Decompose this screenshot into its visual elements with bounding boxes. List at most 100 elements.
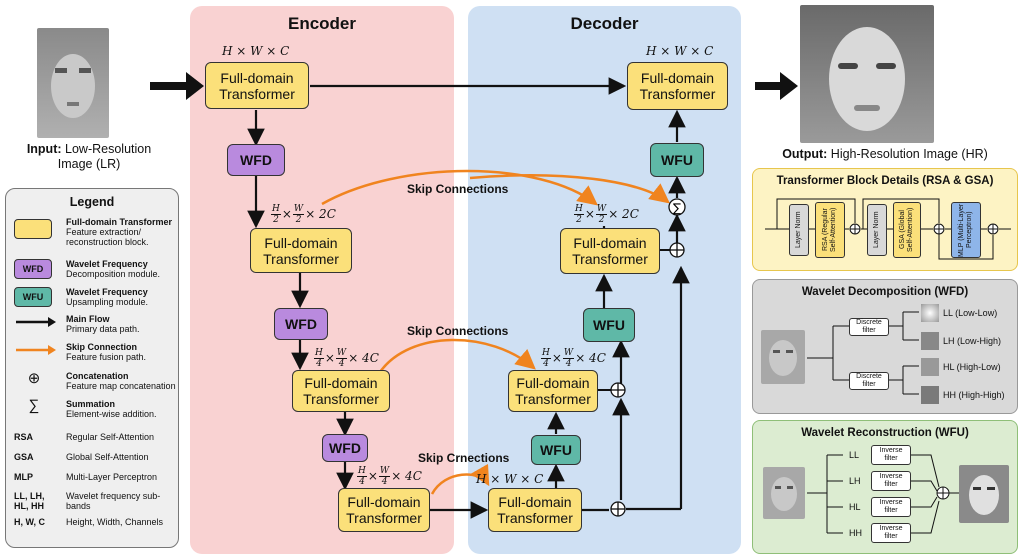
dec-transformer-1[interactable]: Full-domain Transformer: [627, 62, 728, 110]
dec-transformer-4[interactable]: Full-domain Transformer: [488, 488, 582, 532]
tb-rsa: RSA (Regular Self-Attention): [815, 202, 845, 258]
wd-lh-label: LH (Low-High): [943, 336, 1002, 346]
wr-filter-1: Inverse filter: [871, 445, 911, 465]
dim-dec-4: H × W × C: [476, 472, 544, 486]
dec-wfu-1[interactable]: WFU: [650, 143, 704, 177]
output-arrow: [755, 72, 798, 100]
legend-abbr-rsa: Regular Self-Attention: [66, 432, 155, 442]
skip-label-2: Skip Connections: [407, 324, 509, 338]
enc-transformer-3[interactable]: Full-domain Transformer: [292, 370, 390, 412]
output-image: [800, 5, 934, 143]
wd-hh-label: HH (High-High): [943, 390, 1005, 400]
skip-label-3: Skip Crnections: [418, 451, 510, 465]
legend-abbr-gsa-key: GSA: [14, 452, 34, 462]
wd-hl-label: HL (High-Low): [943, 362, 1001, 372]
wr-lh-label: LH: [849, 476, 861, 486]
summation-icon: ∑: [28, 397, 40, 414]
input-image: [37, 28, 109, 138]
wd-hl-thumb: [921, 358, 939, 376]
wr-filter-4: Inverse filter: [871, 523, 911, 543]
wd-connectors: [807, 311, 919, 395]
legend-main-flow-arrow: [16, 317, 56, 327]
transformer-block-connectors: [765, 198, 1011, 260]
tb-layer-norm-2: Layer Norm: [867, 204, 887, 256]
output-label: Output: High-Resolution Image (HR): [782, 147, 988, 161]
legend-abbr-bands-key: LL, LH, HL, HH: [14, 491, 45, 511]
wr-connectors: [807, 454, 959, 534]
decoder-title: Decoder: [570, 14, 639, 33]
legend-abbr-gsa: Global Self-Attention: [66, 452, 149, 462]
sum-symbol: [668, 198, 686, 216]
wr-hh-label: HH: [849, 528, 862, 538]
wavelet-reconstruction-panel: Wavelet Reconstruction (WFU) LL LH HL HH…: [752, 420, 1018, 554]
legend-abbr-hwc: Height, Width, Channels: [66, 517, 164, 527]
skip-3: [430, 463, 490, 495]
legend-abbr-rsa-key: RSA: [14, 432, 34, 442]
enc-transformer-1[interactable]: Full-domain Transformer: [205, 62, 309, 109]
legend-swatch-wfu: WFU: [14, 287, 52, 307]
wavelet-decomposition-title: Wavelet Decomposition (WFD): [801, 286, 969, 298]
transformer-block-title: Transformer Block Details (RSA & GSA): [776, 175, 994, 187]
dim-dec-1: H × W × C: [646, 44, 714, 58]
dec-transformer-3[interactable]: Full-domain Transformer: [508, 370, 598, 412]
input-arrow: [150, 72, 204, 100]
legend-abbr-mlp-key: MLP: [14, 472, 33, 482]
tb-gsa: GSA (Global Self-Attention): [893, 202, 921, 258]
concat-symbols: [610, 242, 685, 517]
legend-title: Legend: [69, 195, 115, 209]
enc-wfd-3[interactable]: WFD: [322, 434, 368, 462]
legend-abbr-bands: Wavelet frequency sub-bands: [66, 491, 161, 511]
skip-1b: [469, 174, 670, 204]
enc-transformer-4[interactable]: Full-domain Transformer: [338, 488, 430, 532]
dec-wfu-2[interactable]: WFU: [583, 308, 635, 342]
wr-input-face: [763, 467, 805, 519]
legend-skip-arrow: [16, 345, 56, 355]
enc-wfd-1[interactable]: WFD: [227, 144, 285, 176]
enc-wfd-2[interactable]: WFD: [274, 308, 328, 340]
wd-ll-thumb: [921, 304, 939, 322]
skip-label-1: Skip Connections: [407, 182, 509, 196]
wd-filter-1: Discrete filter: [849, 318, 889, 336]
legend-swatch-wfd: WFD: [14, 259, 52, 279]
dec-transformer-2[interactable]: Full-domain Transformer: [560, 228, 660, 274]
skip-1: [321, 169, 598, 206]
wd-ll-label: LL (Low-Low): [943, 308, 998, 318]
wr-filter-3: Inverse filter: [871, 497, 911, 517]
wr-output-face: [959, 465, 1009, 523]
legend-abbr-hwc-key: H, W, C: [14, 517, 45, 527]
wd-lh-thumb: [921, 332, 939, 350]
input-label: Input: Low-Resolution Image (LR): [26, 142, 152, 171]
encoder-title: Encoder: [287, 14, 357, 33]
concat-icon: ⊕: [27, 370, 41, 387]
dec-wfu-3[interactable]: WFU: [531, 435, 581, 465]
tb-mlp: MLP (Multi-Layer Perceptron): [951, 202, 981, 258]
wr-ll-label: LL: [849, 450, 860, 460]
transformer-block-panel: Transformer Block Details (RSA & GSA) La…: [752, 168, 1018, 271]
wavelet-decomposition-panel: Wavelet Decomposition (WFD) Discrete fil…: [752, 279, 1018, 414]
wd-input-face: [761, 330, 805, 384]
enc-transformer-2[interactable]: Full-domain Transformer: [250, 228, 352, 273]
wr-filter-2: Inverse filter: [871, 471, 911, 491]
svg-text:∑: ∑: [673, 201, 681, 215]
wd-filter-2: Discrete filter: [849, 372, 889, 390]
skip-2: [378, 338, 536, 373]
legend-swatch-ft: [14, 219, 52, 239]
dim-enc-1: H × W × C: [222, 44, 290, 58]
wd-hh-thumb: [921, 386, 939, 404]
tb-layer-norm-1: Layer Norm: [789, 204, 809, 256]
wr-hl-label: HL: [849, 502, 861, 512]
